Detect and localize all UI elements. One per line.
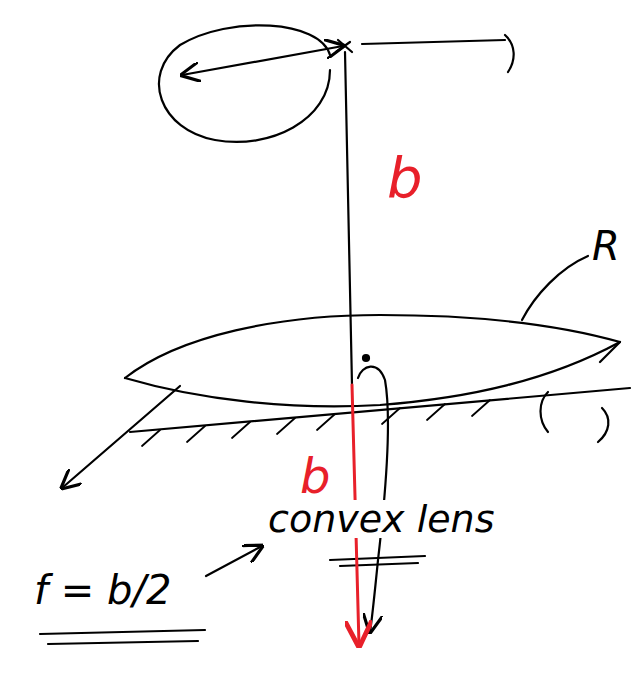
underline — [340, 563, 418, 566]
leader-arrow — [62, 386, 180, 488]
leader-line — [522, 256, 588, 320]
distance-label: b — [298, 452, 332, 500]
object-circle — [159, 25, 330, 142]
radius-label: R — [590, 226, 622, 266]
angle-mark — [541, 392, 549, 432]
lens-upper — [125, 315, 620, 378]
object-mark — [336, 40, 352, 52]
distance-label: b — [385, 150, 425, 206]
object-line — [362, 40, 505, 44]
lens-lower — [125, 342, 620, 406]
underline — [330, 556, 425, 560]
object-arrow — [182, 46, 343, 75]
axis-line — [345, 52, 352, 385]
bracket — [505, 35, 514, 72]
point — [363, 355, 369, 361]
formula-note: f = b/2 — [32, 570, 173, 610]
angle-mark — [598, 408, 608, 442]
underline — [48, 641, 198, 644]
mirror-hatch — [142, 400, 490, 446]
lens-note: convex lens — [266, 500, 496, 538]
pointer-arrow — [206, 546, 262, 576]
underline — [40, 630, 205, 634]
